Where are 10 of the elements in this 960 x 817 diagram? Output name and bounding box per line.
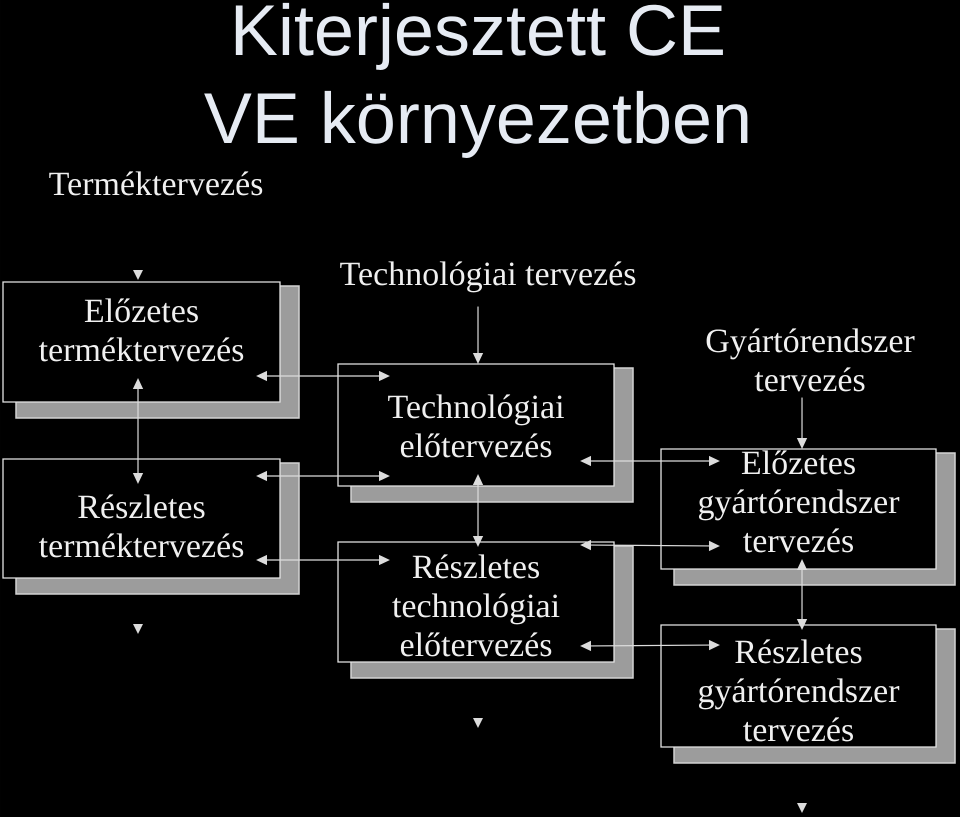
column-heading: Gyártórendszer tervezés bbox=[706, 328, 914, 392]
process-box: Részletes terméktervezés bbox=[2, 458, 300, 595]
process-box: Részletes gyártórendszer tervezés bbox=[660, 624, 956, 764]
process-box: Technológiai előtervezés bbox=[337, 363, 634, 503]
column-heading: Terméktervezés bbox=[49, 171, 262, 196]
title: Kiterjesztett CE VE környezetben bbox=[204, 2, 748, 158]
column-heading: Technológiai tervezés bbox=[340, 261, 636, 292]
process-box: Részletes technológiai előtervezés bbox=[337, 541, 634, 679]
process-box: Előzetes terméktervezés bbox=[2, 281, 300, 419]
process-box: Előzetes gyártórendszer tervezés bbox=[660, 448, 956, 586]
